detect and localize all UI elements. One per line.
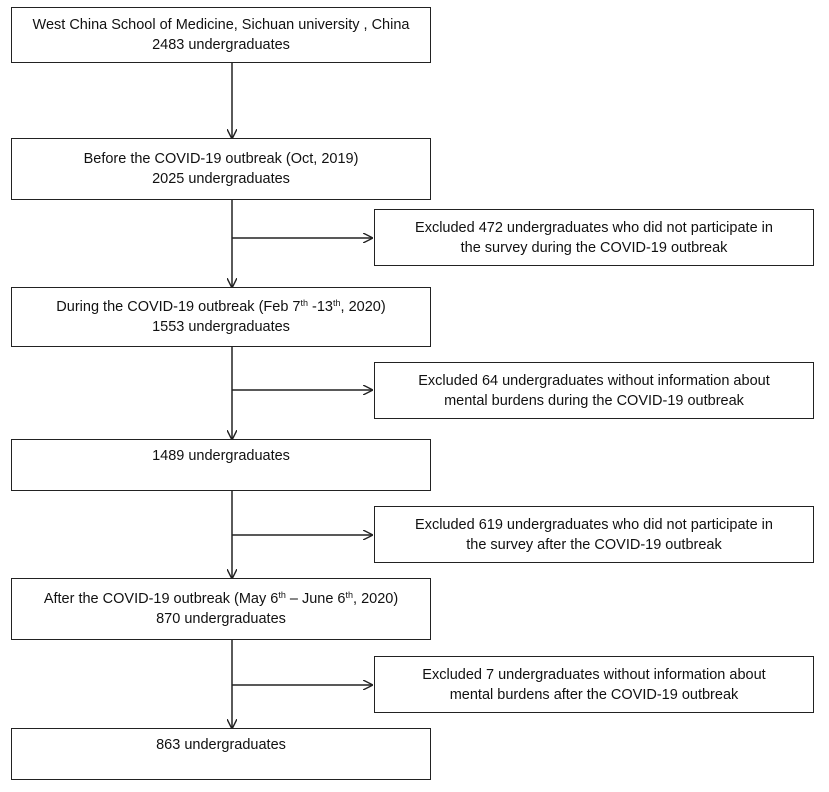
box-during-outbreak: During the COVID-19 outbreak (Feb 7th -1… bbox=[11, 287, 431, 347]
box-final-count: 863 undergraduates bbox=[156, 737, 286, 753]
box-before-title: Before the COVID-19 outbreak (Oct, 2019) bbox=[83, 151, 359, 167]
exclusion-2-line-2: mental burdens during the COVID-19 outbr… bbox=[444, 392, 744, 409]
exclusion-1-line-1: Excluded 472 undergraduates who did not … bbox=[415, 219, 773, 236]
exclusion-box-3: Excluded 619 undergraduates who did not … bbox=[374, 506, 814, 563]
exclusion-3-line-2: the survey after the COVID-19 outbreak bbox=[466, 536, 722, 553]
box-after-title: After the COVID-19 outbreak (May 6th – J… bbox=[43, 590, 399, 608]
box-1489-count: 1489 undergraduates bbox=[152, 448, 290, 464]
exclusion-4-line-2: mental burdens after the COVID-19 outbre… bbox=[449, 686, 739, 703]
box-school-total: West China School of Medicine, Sichuan u… bbox=[11, 7, 431, 63]
box-during-title: During the COVID-19 outbreak (Feb 7th -1… bbox=[56, 298, 386, 316]
box-school-name: West China School of Medicine, Sichuan u… bbox=[32, 17, 410, 33]
box-after-exclusion-1489: 1489 undergraduates bbox=[11, 439, 431, 491]
box-after-outbreak: After the COVID-19 outbreak (May 6th – J… bbox=[11, 578, 431, 640]
box-school-count: 2483 undergraduates bbox=[152, 37, 290, 53]
exclusion-1-line-2: the survey during the COVID-19 outbreak bbox=[460, 239, 728, 256]
exclusion-4-line-1: Excluded 7 undergraduates without inform… bbox=[422, 666, 766, 683]
box-before-outbreak: Before the COVID-19 outbreak (Oct, 2019)… bbox=[11, 138, 431, 200]
exclusion-box-2: Excluded 64 undergraduates without infor… bbox=[374, 362, 814, 419]
box-after-count: 870 undergraduates bbox=[156, 611, 286, 627]
box-during-count: 1553 undergraduates bbox=[152, 319, 290, 335]
exclusion-2-line-1: Excluded 64 undergraduates without infor… bbox=[418, 372, 770, 389]
exclusion-box-1: Excluded 472 undergraduates who did not … bbox=[374, 209, 814, 266]
exclusion-box-4: Excluded 7 undergraduates without inform… bbox=[374, 656, 814, 713]
exclusion-3-line-1: Excluded 619 undergraduates who did not … bbox=[415, 516, 773, 533]
box-before-count: 2025 undergraduates bbox=[152, 171, 290, 187]
box-final-863: 863 undergraduates bbox=[11, 728, 431, 780]
